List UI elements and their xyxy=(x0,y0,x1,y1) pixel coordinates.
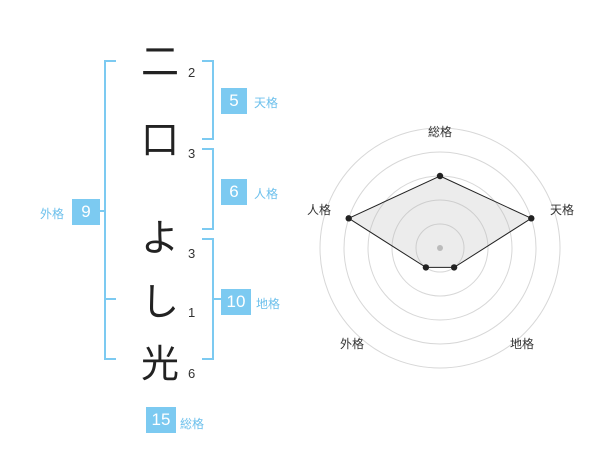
jinkaku-value: 6 xyxy=(221,179,247,205)
stroke-count-4: 1 xyxy=(188,305,196,320)
name-char-1: 二 xyxy=(140,40,179,84)
name-char-3: よ xyxy=(140,216,179,260)
radar-axis-label-chikaku: 地格 xyxy=(510,337,535,351)
radar-point-4 xyxy=(345,215,352,222)
stroke-count-1: 2 xyxy=(188,65,196,80)
chikaku-label: 地格 xyxy=(256,297,281,311)
soukaku-label: 総格 xyxy=(180,417,205,431)
name-char-5: 光 xyxy=(140,342,179,386)
radar-center-dot xyxy=(437,245,443,251)
jinkaku-label: 人格 xyxy=(254,187,279,201)
radar-axis-label-soukaku: 総格 xyxy=(428,125,453,139)
gaikaku-value: 9 xyxy=(72,199,100,225)
soukaku-value: 15 xyxy=(146,407,176,433)
radar-data-polygon xyxy=(347,175,533,268)
stroke-count-2: 3 xyxy=(188,146,196,161)
radar-axis-label-gaikaku: 外格 xyxy=(340,337,365,351)
name-char-4: し xyxy=(140,280,179,324)
stroke-count-3: 3 xyxy=(188,246,196,261)
radar-axis-label-jinkaku: 人格 xyxy=(307,203,332,217)
gaikaku-label: 外格 xyxy=(40,207,65,221)
radar-axis-label-tenkaku: 天格 xyxy=(550,203,575,217)
chikaku-value: 10 xyxy=(221,289,251,315)
name-char-2: 口 xyxy=(140,118,179,162)
radar-point-1 xyxy=(528,215,535,222)
tenkaku-value: 5 xyxy=(221,88,247,114)
radar-point-3 xyxy=(422,264,430,271)
stroke-count-5: 6 xyxy=(188,366,196,381)
tenkaku-label: 天格 xyxy=(254,96,279,110)
radar-point-2 xyxy=(450,264,458,271)
radar-point-0 xyxy=(436,172,444,180)
